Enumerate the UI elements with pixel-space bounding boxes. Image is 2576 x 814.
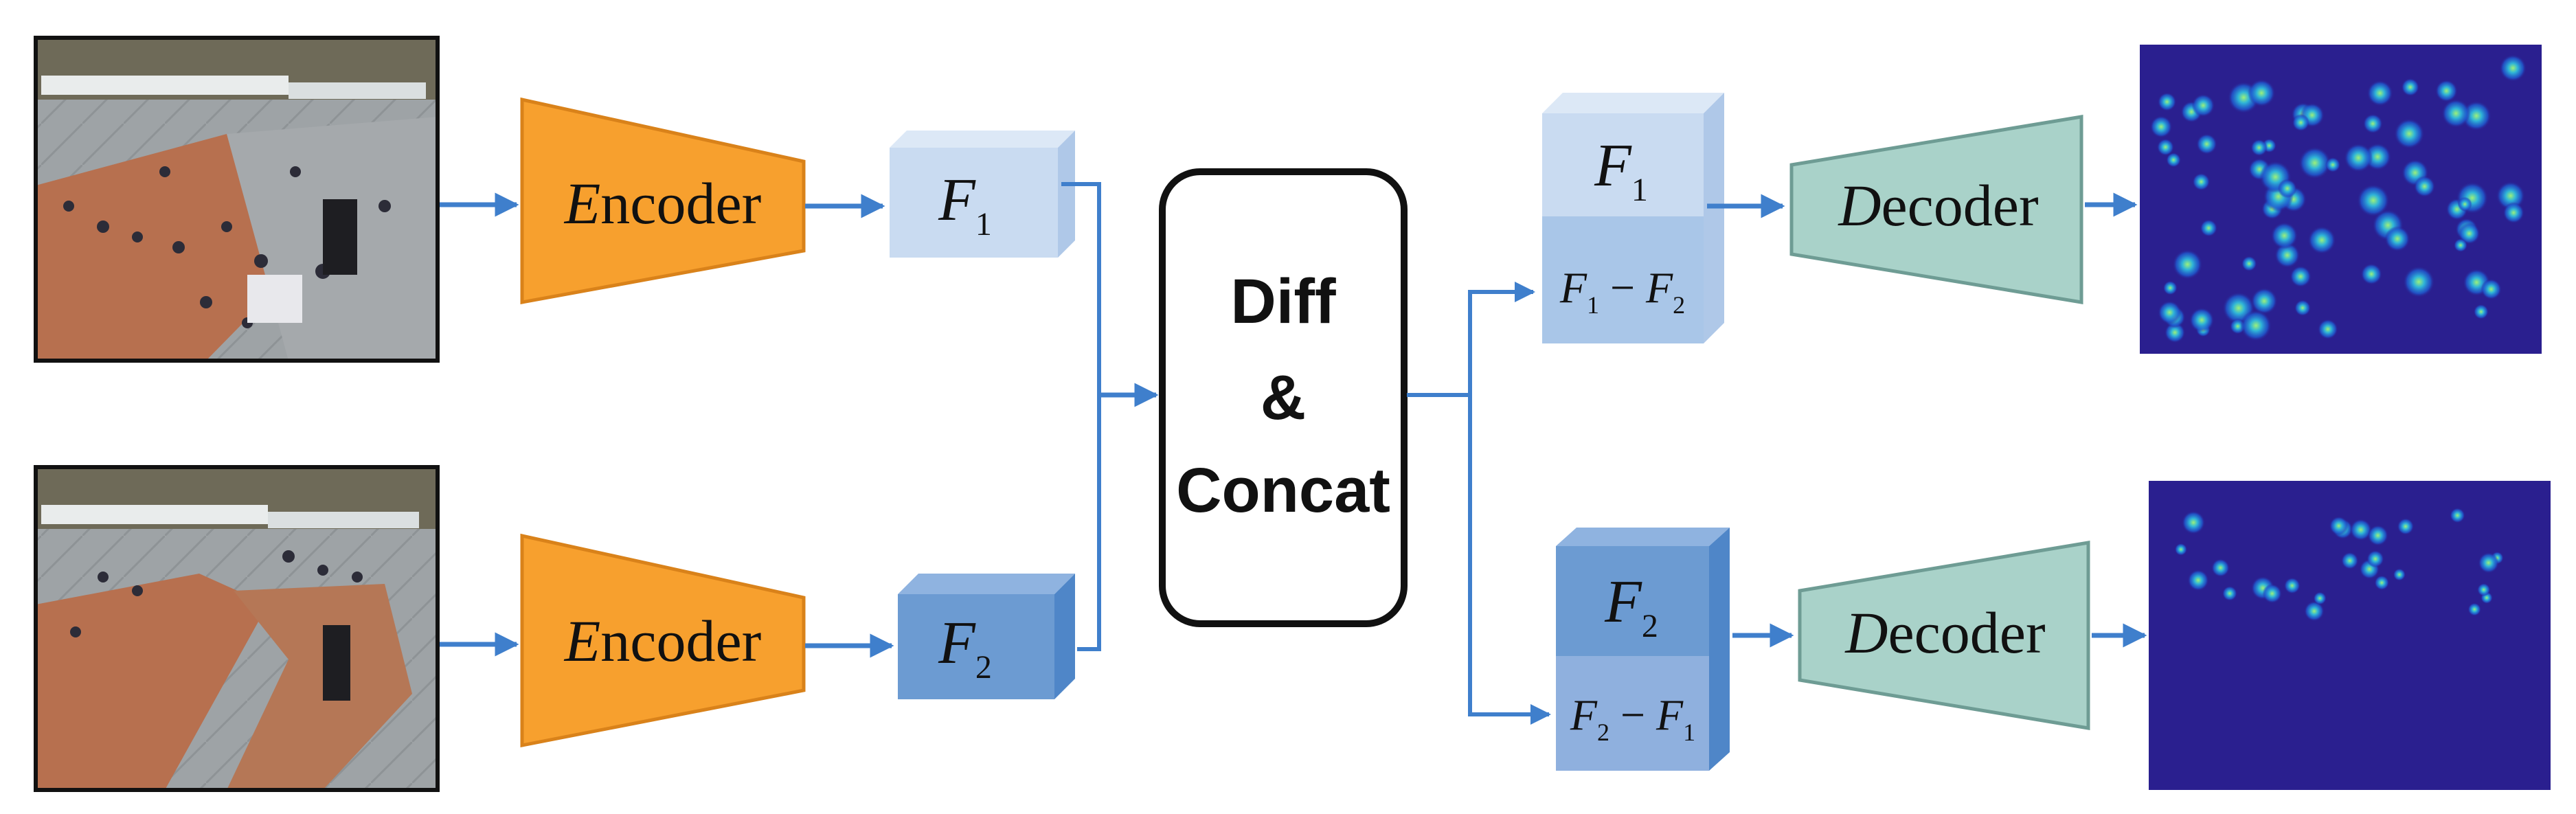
density-blob <box>2187 569 2209 591</box>
density-blob <box>2325 157 2340 172</box>
density-blob <box>2158 300 2182 324</box>
density-blob <box>2262 584 2282 604</box>
density-blob <box>2174 543 2187 556</box>
density-blob <box>2191 93 2215 117</box>
density-blob <box>2481 278 2502 300</box>
density-blob <box>2414 175 2435 197</box>
density-blob <box>2200 219 2217 237</box>
density-blob <box>2349 519 2372 541</box>
decoder-block-top: Decoder <box>1789 115 2083 304</box>
density-blob <box>2366 80 2393 106</box>
density-blob <box>2166 152 2181 168</box>
density-blob <box>2211 558 2230 577</box>
feature-stack-bottom: F2 F2 − F1 <box>1556 528 1730 771</box>
density-blob <box>2292 113 2309 132</box>
density-blob <box>2457 196 2472 212</box>
density-blob <box>2304 601 2325 622</box>
stack-top-lower-label: F1 − F2 <box>1559 263 1685 319</box>
density-blob <box>2158 92 2177 111</box>
encoder-block-bottom: Encoder <box>520 533 806 748</box>
stack-top-upper-label: F1 <box>1594 133 1648 208</box>
density-blob <box>2298 146 2331 179</box>
density-blob <box>2473 304 2489 319</box>
density-blob <box>2467 602 2481 616</box>
decoder-block-bottom: Decoder <box>1798 541 2090 730</box>
density-blob <box>2397 518 2415 535</box>
diff-label-line2: & <box>1261 363 1306 433</box>
density-blob <box>2290 265 2312 288</box>
density-blob <box>2366 550 2384 568</box>
density-blob <box>2329 516 2349 536</box>
density-blob <box>2477 583 2491 597</box>
density-blob <box>2192 172 2211 191</box>
density-heatmap-bottom <box>2149 481 2551 790</box>
connector-diff-stacks <box>1407 282 1551 725</box>
encoder-label-top: Encoder <box>563 170 762 236</box>
density-blob <box>2367 525 2388 546</box>
density-blob <box>2162 280 2178 295</box>
density-blob <box>2374 575 2390 591</box>
feature-cube-f2: F2 <box>898 574 1075 699</box>
diff-label-line1: Diff <box>1230 267 1336 337</box>
stack-bottom-lower-label: F2 − F1 <box>1570 690 1695 746</box>
density-blob <box>2283 577 2301 594</box>
density-blob <box>2307 226 2336 254</box>
density-blob <box>2222 586 2237 601</box>
density-blob <box>2294 299 2311 317</box>
density-blob <box>2344 143 2373 172</box>
density-blob <box>2156 138 2174 156</box>
density-blob <box>2172 249 2203 280</box>
density-blob <box>2240 310 2272 341</box>
density-blob <box>2250 139 2268 157</box>
density-blob <box>2384 226 2410 252</box>
input-frame-1 <box>34 36 440 363</box>
encoder-block-top: Encoder <box>520 97 806 304</box>
feature-label-f2: F2 <box>938 610 992 686</box>
density-blob <box>2274 242 2301 268</box>
density-blob <box>2150 115 2173 138</box>
density-blob <box>2318 319 2338 339</box>
density-blob <box>2357 184 2390 217</box>
feature-cube-f1: F1 <box>890 131 1075 258</box>
density-blob <box>2341 552 2359 569</box>
density-blob <box>2502 202 2524 224</box>
density-blob <box>2394 118 2425 149</box>
density-blob <box>2277 179 2297 199</box>
stack-bottom-upper-label: F2 <box>1604 569 1658 644</box>
density-blob <box>2401 78 2419 96</box>
density-blob <box>2165 322 2186 343</box>
density-blob <box>2450 508 2465 523</box>
density-blob <box>2363 113 2383 134</box>
density-blob <box>2499 54 2527 82</box>
density-blob <box>2270 222 2298 249</box>
density-blob <box>2478 552 2499 574</box>
density-blob <box>2248 79 2276 107</box>
density-blob <box>2250 288 2278 315</box>
density-blob <box>2435 80 2458 102</box>
density-heatmap-top <box>2140 45 2542 354</box>
density-blob <box>2182 510 2206 534</box>
decoder-label-bottom: Decoder <box>1844 600 2045 666</box>
connector-features-diff <box>1061 182 1159 651</box>
density-blob <box>2458 223 2481 245</box>
density-blob <box>2360 263 2382 285</box>
diff-label-line3: Concat <box>1176 455 1390 525</box>
feature-label-f1: F1 <box>938 167 992 242</box>
density-blob <box>2441 99 2471 128</box>
density-blob <box>2454 238 2467 252</box>
decoder-label-top: Decoder <box>1838 172 2038 238</box>
encoder-label-bottom: Encoder <box>563 608 762 674</box>
feature-stack-top: F1 F1 − F2 <box>1542 93 1724 343</box>
density-blob <box>2241 256 2257 271</box>
density-blob <box>2189 307 2215 332</box>
density-blob <box>2313 591 2327 605</box>
density-blob <box>2196 133 2217 155</box>
diff-concat-block: Diff & Concat <box>1159 168 1408 627</box>
input-frame-2 <box>34 465 440 792</box>
density-blob <box>2403 266 2435 298</box>
density-blob <box>2393 568 2406 581</box>
